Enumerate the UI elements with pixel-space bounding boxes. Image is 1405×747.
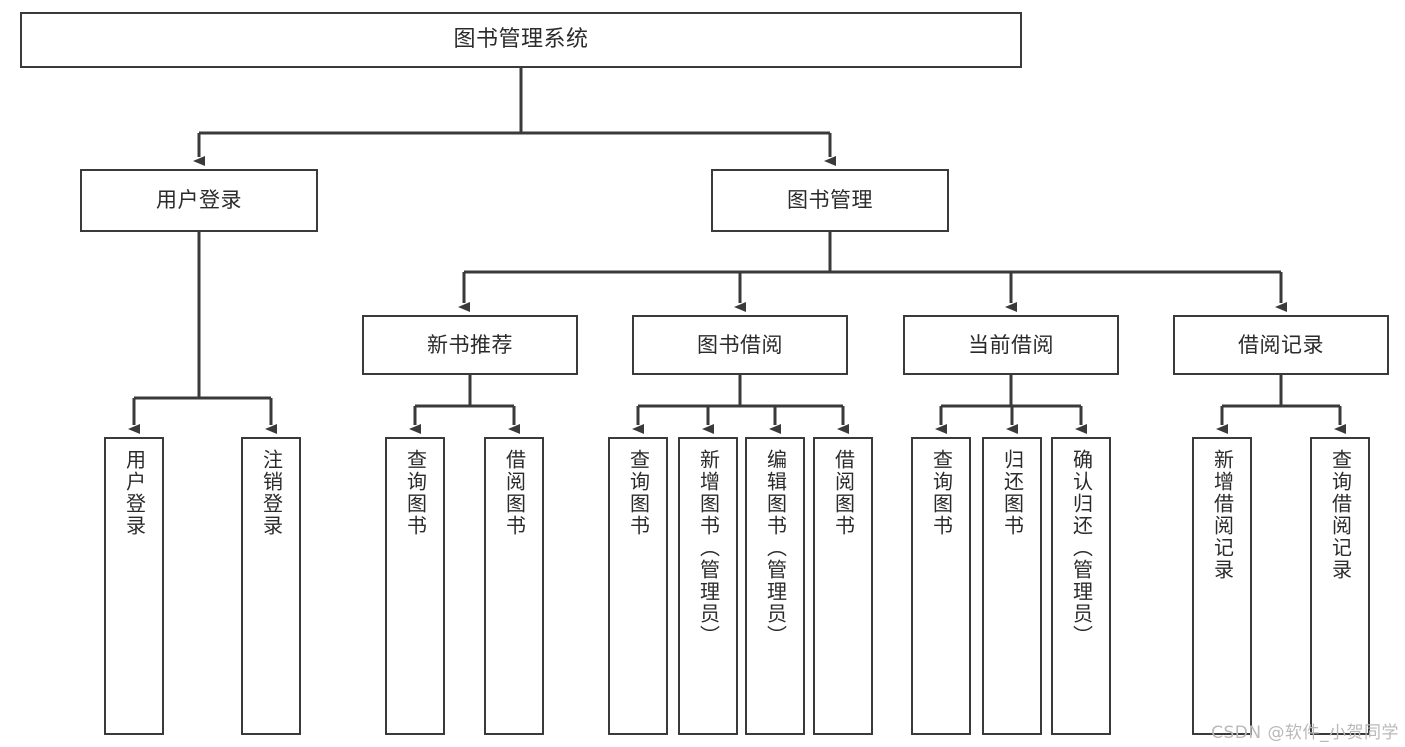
leaf-book-borrow-borrow-books[interactable]: 借阅图书	[813, 437, 873, 735]
leaf-new-book-query-books[interactable]: 查询图书	[385, 437, 445, 735]
node-label: 新书推荐	[427, 332, 513, 357]
node-label: 用户登录	[156, 188, 242, 213]
node-book-management[interactable]: 图书管理	[711, 169, 949, 232]
leaf-book-borrow-edit-book-admin[interactable]: 编辑图书（管理员）	[745, 437, 805, 735]
node-label: 图书管理	[787, 188, 873, 213]
node-label: 新增图书（管理员）	[696, 449, 721, 647]
leaf-current-borrow-return-books[interactable]: 归还图书	[982, 437, 1042, 735]
node-label: 查询借阅记录	[1328, 449, 1353, 581]
node-label: 借阅图书	[502, 449, 527, 537]
node-label: 借阅记录	[1238, 332, 1324, 357]
node-label: 查询图书	[626, 449, 651, 537]
node-new-book-recommend[interactable]: 新书推荐	[362, 315, 578, 375]
leaf-user-login-logout[interactable]: 注销登录	[241, 437, 301, 735]
node-label: 归还图书	[1000, 449, 1025, 537]
leaf-user-login-login[interactable]: 用户登录	[104, 437, 164, 735]
node-root-book-management-system[interactable]: 图书管理系统	[20, 12, 1022, 68]
leaf-book-borrow-query-books[interactable]: 查询图书	[608, 437, 668, 735]
node-label: 查询图书	[929, 449, 954, 537]
node-label: 注销登录	[259, 449, 284, 537]
node-label: 图书借阅	[697, 332, 783, 357]
node-user-login[interactable]: 用户登录	[80, 169, 318, 232]
csdn-watermark: CSDN @软件_小贺同学	[1211, 723, 1399, 743]
node-label: 新增借阅记录	[1210, 449, 1235, 581]
leaf-current-borrow-confirm-return-admin[interactable]: 确认归还（管理员）	[1051, 437, 1111, 735]
leaf-new-book-borrow-books[interactable]: 借阅图书	[484, 437, 544, 735]
leaf-borrow-record-query-record[interactable]: 查询借阅记录	[1310, 437, 1370, 735]
node-label: 确认归还（管理员）	[1069, 449, 1094, 647]
node-current-borrow[interactable]: 当前借阅	[903, 315, 1119, 375]
node-label: 借阅图书	[831, 449, 856, 537]
leaf-current-borrow-query-books[interactable]: 查询图书	[911, 437, 971, 735]
node-borrow-record[interactable]: 借阅记录	[1173, 315, 1389, 375]
node-label: 当前借阅	[968, 332, 1054, 357]
node-label: 图书管理系统	[453, 27, 589, 53]
node-label: 查询图书	[403, 449, 428, 537]
node-label: 用户登录	[122, 449, 147, 537]
leaf-book-borrow-add-book-admin[interactable]: 新增图书（管理员）	[678, 437, 738, 735]
node-book-borrow[interactable]: 图书借阅	[632, 315, 848, 375]
leaf-borrow-record-add-record[interactable]: 新增借阅记录	[1192, 437, 1252, 735]
node-label: 编辑图书（管理员）	[763, 449, 788, 647]
